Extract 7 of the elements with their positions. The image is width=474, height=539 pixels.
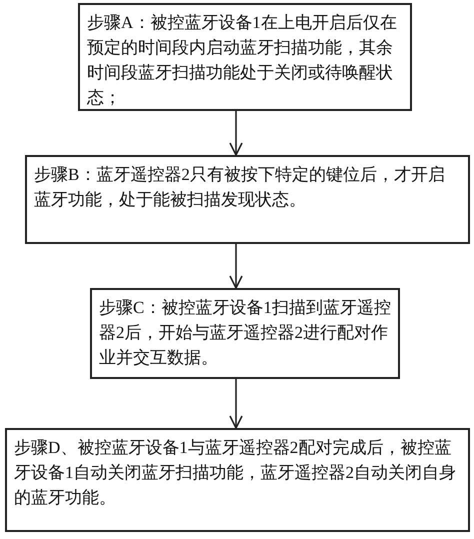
step-box: 步骤A：被控蓝牙设备1在上电开启后仅在预定的时间段内启动蓝牙扫描功能，其余时间段蓝牙扫描功能处于关闭或待唤醒状态； [78, 3, 412, 111]
arrow [229, 111, 243, 156]
arrow [229, 379, 243, 429]
step-box: 步骤C：被控蓝牙设备1扫描到蓝牙遥控器2后，开始与蓝牙遥控器2进行配对作业并交互数据。 [90, 288, 400, 379]
arrow [229, 244, 243, 289]
step-box: 步骤B：蓝牙遥控器2只有被按下特定的键位后，才开启蓝牙功能，处于能被扫描发现状态。 [25, 155, 470, 244]
step-box: 步骤D、被控蓝牙设备1与蓝牙遥控器2配对完成后，被控蓝牙设备1自动关闭蓝牙扫描功能，蓝牙遥控器2自动关闭自身的蓝牙功能。 [5, 428, 470, 532]
